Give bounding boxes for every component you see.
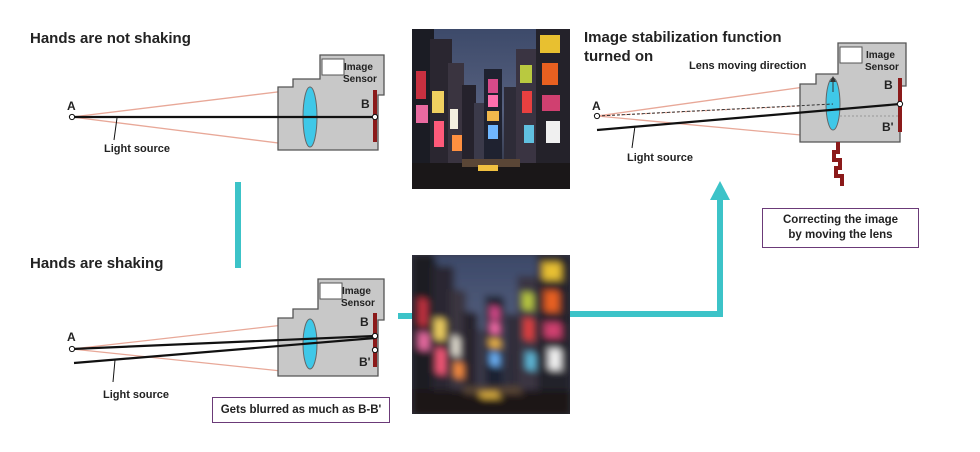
title-hands-not-shaking: Hands are not shaking bbox=[30, 30, 191, 47]
point-b-marker bbox=[371, 113, 379, 121]
camera-notch bbox=[321, 58, 345, 76]
title-image-stabilization: Image stabilization function turned on bbox=[584, 28, 782, 66]
reference-axis bbox=[596, 103, 834, 117]
label-light-source: Light source bbox=[627, 152, 693, 164]
label-image-sensor-line1: Image bbox=[344, 62, 373, 73]
shake-indicator-icon bbox=[832, 142, 844, 186]
title-hands-shaking: Hands are shaking bbox=[30, 255, 164, 272]
image-sensor-icon bbox=[373, 313, 377, 367]
label-light-source: Light source bbox=[104, 143, 170, 155]
camera-notch bbox=[319, 282, 343, 300]
label-image-sensor-line2: Sensor bbox=[343, 74, 377, 85]
label-image-sensor-line2: Sensor bbox=[865, 62, 899, 73]
optical-axis bbox=[71, 334, 376, 351]
label-image-sensor-line1: Image bbox=[866, 50, 895, 61]
panel-stabilized: A B B' Image Sensor Lens moving directio… bbox=[592, 42, 907, 186]
point-a-marker bbox=[68, 345, 76, 353]
light-source-leader bbox=[113, 117, 118, 141]
arrow-up-icon bbox=[830, 76, 836, 82]
note-blurred: Gets blurred as much as B-B' bbox=[212, 397, 390, 423]
connector-vertical bbox=[235, 182, 241, 268]
note-correcting-line2: by moving the lens bbox=[788, 229, 893, 241]
label-point-b: B bbox=[361, 97, 370, 111]
point-b-marker bbox=[896, 100, 904, 108]
label-point-b: B bbox=[360, 315, 369, 329]
point-b-marker bbox=[371, 332, 379, 340]
point-a-marker bbox=[593, 112, 601, 120]
panel-shaking: A B B' Image Sensor Light source bbox=[67, 278, 385, 401]
title-stabilization-line1: Image stabilization function bbox=[584, 29, 782, 46]
label-point-a: A bbox=[67, 330, 76, 344]
light-source-leader bbox=[631, 125, 636, 149]
label-point-b-prime: B' bbox=[882, 120, 894, 134]
shaken-axis bbox=[73, 336, 376, 365]
label-point-a: A bbox=[592, 99, 601, 113]
label-point-b: B bbox=[884, 78, 893, 92]
connector-arrow bbox=[570, 196, 723, 317]
camera-notch bbox=[839, 46, 863, 64]
connector-stub bbox=[398, 313, 412, 319]
label-image-sensor-line1: Image bbox=[342, 286, 371, 297]
point-b-prime-marker bbox=[371, 346, 379, 354]
label-point-b-prime: B' bbox=[359, 355, 371, 369]
point-a-marker bbox=[68, 113, 76, 121]
light-source-leader bbox=[112, 359, 116, 383]
note-correcting-line1: Correcting the image bbox=[782, 214, 899, 226]
note-correcting: Correcting the image by moving the lens bbox=[762, 208, 919, 248]
photo-sharp-city bbox=[412, 29, 570, 189]
label-lens-moving-direction: Lens moving direction bbox=[689, 60, 807, 72]
label-light-source: Light source bbox=[103, 389, 169, 401]
note-blurred-text: Gets blurred as much as B-B' bbox=[220, 404, 382, 416]
label-point-a: A bbox=[67, 99, 76, 113]
title-stabilization-line2: turned on bbox=[584, 48, 654, 65]
optical-axis bbox=[596, 102, 901, 132]
panel-not-shaking: A B Image Sensor Light source bbox=[67, 54, 385, 155]
arrow-head-icon bbox=[710, 181, 730, 200]
label-image-sensor-line2: Sensor bbox=[341, 298, 375, 309]
photo-blurred-city bbox=[412, 255, 570, 414]
